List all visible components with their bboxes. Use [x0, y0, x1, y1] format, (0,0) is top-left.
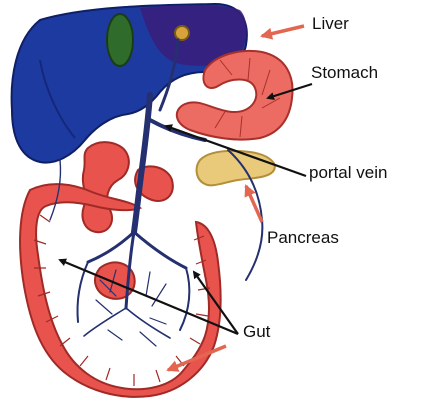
liver-label: Liver	[312, 14, 349, 34]
pancreas	[197, 151, 275, 185]
stomach-label: Stomach	[311, 63, 378, 83]
liver-red-arrow	[262, 26, 304, 36]
portal-vein-label: portal vein	[309, 163, 387, 183]
gut-label: Gut	[243, 322, 270, 342]
pancreas-label: Pancreas	[267, 228, 339, 248]
